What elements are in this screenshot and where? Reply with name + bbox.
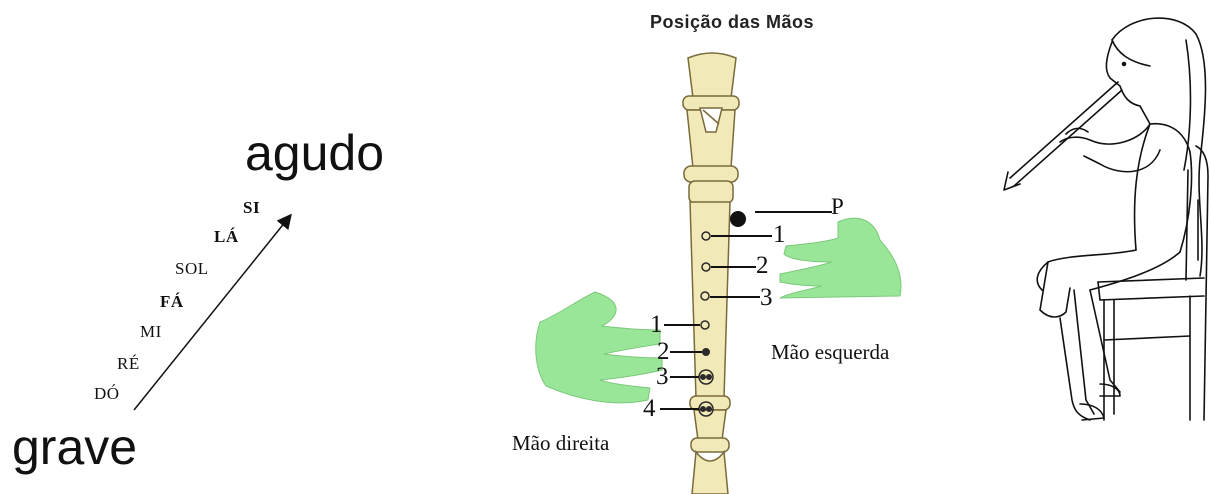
right-hand-label: Mão direita bbox=[512, 431, 610, 455]
left-finger-2: 2 bbox=[756, 252, 769, 279]
note-si: SI bbox=[243, 198, 261, 217]
left-hand-icon bbox=[779, 217, 902, 299]
thumb-hole-icon bbox=[730, 211, 746, 227]
high-pitch-label: agudo bbox=[245, 125, 385, 181]
note-re: RÉ bbox=[117, 354, 140, 373]
low-pitch-label: grave bbox=[12, 419, 138, 475]
note-do: DÓ bbox=[94, 384, 120, 403]
note-fa: FÁ bbox=[160, 292, 184, 311]
right-finger-4: 4 bbox=[643, 395, 656, 422]
note-la: LÁ bbox=[214, 227, 239, 246]
right-finger-1: 1 bbox=[650, 311, 663, 338]
left-finger-1: 1 bbox=[773, 221, 786, 248]
left-hand-label: Mão esquerda bbox=[771, 340, 890, 364]
left-finger-3: 3 bbox=[760, 284, 773, 311]
recorder-icon bbox=[682, 52, 740, 494]
right-finger-2: 2 bbox=[657, 338, 670, 365]
right-finger-3: 3 bbox=[656, 363, 669, 390]
thumb-label: P bbox=[831, 194, 844, 219]
diagram-title: Posição das Mãos bbox=[650, 12, 815, 32]
note-mi: MI bbox=[140, 322, 162, 341]
right-hand-icon bbox=[535, 291, 663, 404]
note-sol: SOL bbox=[175, 259, 209, 278]
